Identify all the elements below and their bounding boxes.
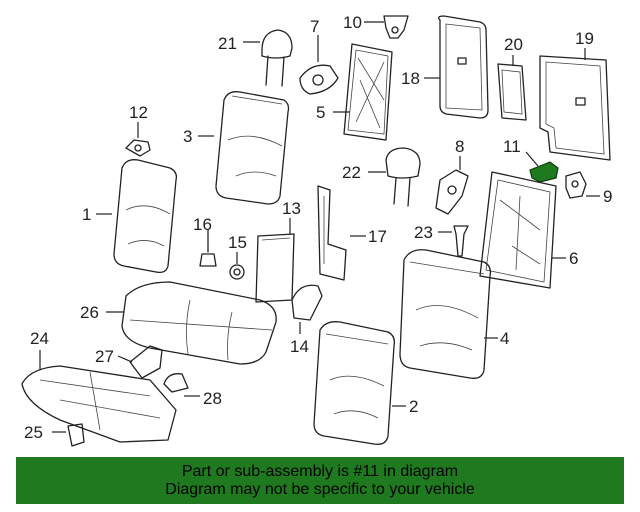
part-7-bracket[interactable] xyxy=(299,64,339,95)
callout-17[interactable]: 17 xyxy=(368,227,387,246)
callout-16[interactable]: 16 xyxy=(193,215,212,234)
part-2-seatback-cushion[interactable] xyxy=(313,321,396,445)
callout-28[interactable]: 28 xyxy=(203,389,222,408)
part-17-bolster-frame[interactable] xyxy=(317,185,347,281)
banner-line-1: Part or sub-assembly is #11 in diagram xyxy=(181,462,459,480)
callout-14[interactable]: 14 xyxy=(290,337,309,356)
part-12-clip[interactable] xyxy=(125,139,151,157)
callout-12[interactable]: 12 xyxy=(129,103,148,122)
callout-3[interactable]: 3 xyxy=(183,127,192,146)
parts-diagram: 21 7 10 5 18 20 19 xyxy=(21,13,612,447)
callout-10[interactable]: 10 xyxy=(343,13,362,32)
part-14-shield[interactable] xyxy=(291,284,323,321)
part-3-seatback-cushion[interactable] xyxy=(215,91,290,205)
part-10-latch[interactable] xyxy=(383,15,409,39)
callout-7[interactable]: 7 xyxy=(310,17,319,36)
callout-6[interactable]: 6 xyxy=(569,249,578,268)
part-11-highlighted[interactable] xyxy=(529,161,559,183)
part-25-clip[interactable] xyxy=(67,423,85,447)
part-22-headrest[interactable] xyxy=(385,147,421,207)
part-8-hinge[interactable] xyxy=(435,169,469,215)
part-18-back-panel[interactable] xyxy=(438,15,489,119)
callout-15[interactable]: 15 xyxy=(228,233,247,252)
part-26-seat-cushion[interactable] xyxy=(121,281,277,365)
part-16-bolt[interactable] xyxy=(199,229,217,267)
callout-5[interactable]: 5 xyxy=(316,103,325,122)
part-19-back-panel-large[interactable] xyxy=(539,55,611,161)
callout-22[interactable]: 22 xyxy=(342,163,361,182)
callout-19[interactable]: 19 xyxy=(575,29,594,48)
part-9-cover[interactable] xyxy=(565,171,587,199)
part-28-clip[interactable] xyxy=(163,373,189,393)
part-23-bolt[interactable] xyxy=(453,225,469,257)
callout-2[interactable]: 2 xyxy=(409,397,418,416)
part-20-trim-panel[interactable] xyxy=(497,63,527,121)
callout-23[interactable]: 23 xyxy=(414,223,433,242)
callout-1[interactable]: 1 xyxy=(82,205,91,224)
callout-4[interactable]: 4 xyxy=(500,329,509,348)
part-21-headrest[interactable] xyxy=(261,29,293,87)
part-6-seatback-frame[interactable] xyxy=(479,171,557,289)
callout-27[interactable]: 27 xyxy=(95,347,114,366)
part-13-armrest[interactable] xyxy=(255,233,295,303)
leader-11 xyxy=(525,151,539,167)
callout-25[interactable]: 25 xyxy=(24,423,43,442)
callout-21[interactable]: 21 xyxy=(218,34,237,53)
callout-20[interactable]: 20 xyxy=(504,35,523,54)
part-5-seatback-frame[interactable] xyxy=(343,43,393,141)
callout-24[interactable]: 24 xyxy=(30,329,49,348)
callout-9[interactable]: 9 xyxy=(603,187,612,206)
part-4-seatback-cushion[interactable] xyxy=(399,249,492,379)
part-24-seat-frame[interactable] xyxy=(21,365,177,443)
callout-11[interactable]: 11 xyxy=(503,137,521,156)
callout-18[interactable]: 18 xyxy=(401,69,420,88)
part-1-seatback-cushion[interactable] xyxy=(113,159,178,274)
callout-13[interactable]: 13 xyxy=(282,199,301,218)
part-27-bracket[interactable] xyxy=(129,345,163,379)
callout-8[interactable]: 8 xyxy=(455,137,464,156)
callout-26[interactable]: 26 xyxy=(80,303,99,322)
banner-line-2: Diagram may not be specific to your vehi… xyxy=(165,480,475,498)
leader-27 xyxy=(117,355,133,363)
part-15-nut[interactable] xyxy=(229,264,245,280)
vehicle-fit-banner: Part or sub-assembly is #11 in diagram D… xyxy=(16,457,624,504)
